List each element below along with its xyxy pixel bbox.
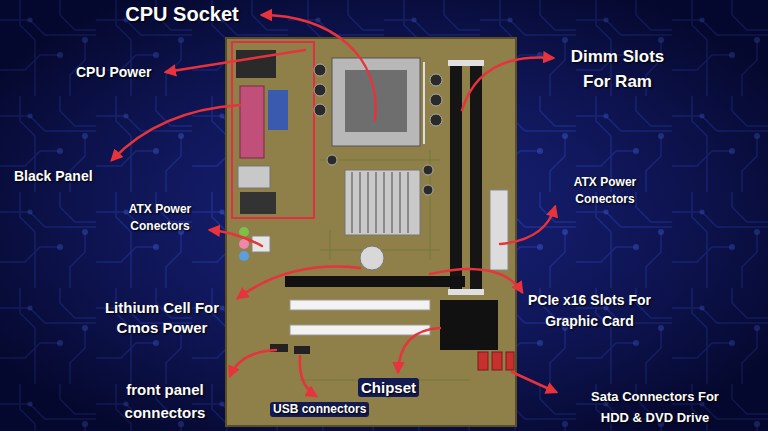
- leader-arrow: [512, 372, 556, 392]
- heatsink: [345, 170, 420, 235]
- leader-arrow: [230, 350, 276, 376]
- parallel-port: [240, 86, 264, 158]
- socket-lever: [423, 62, 425, 144]
- dimm-clips: [448, 60, 484, 66]
- leader-arrow: [398, 328, 440, 372]
- sata-connectors: [478, 352, 514, 370]
- callout-label: Lithium Cell For Cmos Power: [92, 298, 232, 338]
- pcb: [226, 38, 516, 426]
- leader-arrow: [300, 356, 316, 396]
- leader-arrow: [262, 15, 376, 120]
- audio-jack: [239, 239, 249, 249]
- leader-arrow: [166, 50, 305, 72]
- back-panel-outline: [232, 42, 314, 218]
- dimm-slot: [450, 65, 462, 290]
- callout-label: PCIe x16 Slots For Graphic Card: [527, 290, 652, 332]
- callout-label: CPU Power: [76, 63, 176, 81]
- callout-label: ATX Power Conectors: [555, 174, 655, 208]
- ps2-port: [236, 50, 276, 78]
- callout-label: CPU Socket: [107, 2, 257, 26]
- leader-arrow: [112, 105, 240, 160]
- atx-24pin: [490, 190, 508, 270]
- dimm-slot: [470, 65, 482, 290]
- dimm-clips: [448, 289, 484, 295]
- cmos-battery: [360, 246, 384, 270]
- callout-label: front panel connectors: [90, 378, 240, 424]
- atx12v-connector: [252, 236, 270, 252]
- leader-arrow: [238, 267, 360, 298]
- heatsink-fins: [352, 172, 408, 233]
- leader-arrow: [500, 207, 555, 244]
- leader-arrow: [430, 269, 522, 292]
- callout-label: Black Panel: [14, 167, 124, 185]
- callout-label: USB connectors: [270, 402, 369, 417]
- chipset: [440, 300, 498, 350]
- callout-label: Chipset: [358, 378, 419, 397]
- lan-port: [240, 192, 276, 214]
- leader-arrow: [210, 230, 262, 246]
- callout-label: ATX Power Conectors: [110, 201, 210, 235]
- callout-label: Sata Connectors For HDD & DVD Drive: [580, 386, 730, 428]
- callout-label: Dimm Slots For Ram: [560, 44, 675, 94]
- pci-slot: [290, 325, 430, 335]
- usb-header: [294, 346, 310, 354]
- pcie-x16-slot: [285, 276, 465, 287]
- vga-port: [268, 90, 288, 130]
- audio-jack: [239, 251, 249, 261]
- pci-slot: [290, 300, 430, 310]
- usb-ports: [238, 166, 270, 188]
- motherboard: [226, 38, 516, 426]
- leader-arrow: [462, 57, 553, 110]
